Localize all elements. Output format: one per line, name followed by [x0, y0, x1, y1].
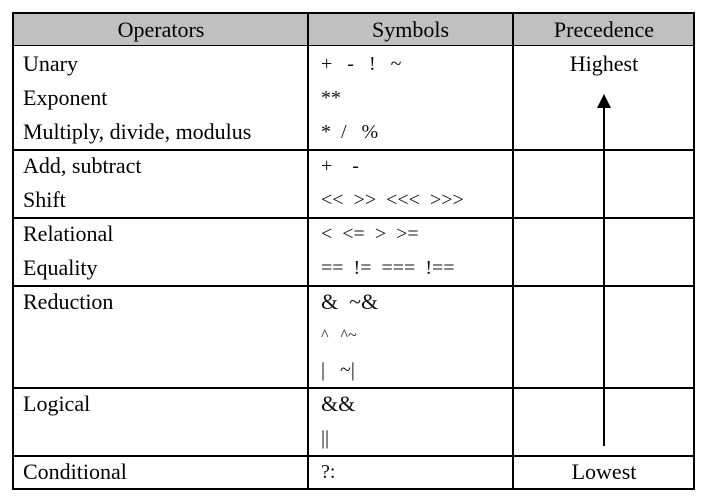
symbols-exponent: ** — [321, 87, 341, 109]
operator-precedence-table: Operators Symbols Precedence Unary + - !… — [12, 12, 695, 490]
operator-multiply: Multiply, divide, modulus — [23, 119, 252, 144]
header-operators: Operators — [117, 17, 205, 42]
arrow-shaft — [603, 102, 605, 446]
symbols-reduction-or: | ~| — [321, 359, 355, 381]
row-divider — [14, 285, 693, 287]
operator-exponent: Exponent — [23, 85, 108, 110]
column-divider — [307, 14, 309, 488]
symbols-equality: == != === !== — [321, 257, 455, 279]
row-divider — [14, 149, 693, 151]
symbols-logical-or: || — [321, 427, 330, 449]
up-arrow-icon — [597, 94, 611, 108]
symbols-multiply: * / % — [321, 121, 379, 143]
symbols-relational: < <= > >= — [321, 223, 419, 245]
operator-logical: Logical — [23, 391, 91, 416]
symbols-add-subtract: + - — [321, 155, 359, 177]
operator-unary: Unary — [23, 51, 78, 76]
symbols-reduction-xor: ^ ^~ — [321, 327, 357, 344]
symbols-reduction-and: & ~& — [321, 289, 379, 314]
symbols-conditional: ?: — [321, 461, 336, 483]
operator-reduction: Reduction — [23, 289, 114, 314]
operator-equality: Equality — [23, 255, 98, 280]
operator-conditional: Conditional — [23, 459, 127, 484]
precedence-highest: Highest — [569, 51, 639, 76]
header-symbols: Symbols — [371, 17, 450, 42]
row-divider — [14, 217, 693, 219]
table-header: Operators Symbols Precedence — [14, 14, 693, 46]
symbols-shift: << >> <<< >>> — [321, 189, 464, 211]
row-divider — [14, 387, 693, 389]
header-precedence: Precedence — [553, 17, 655, 42]
precedence-lowest: Lowest — [571, 459, 637, 484]
operator-shift: Shift — [23, 187, 66, 212]
column-divider — [512, 14, 514, 488]
symbols-logical-and: && — [321, 391, 356, 416]
row-divider — [14, 455, 693, 457]
symbols-unary: + - ! ~ — [321, 53, 402, 75]
operator-relational: Relational — [23, 221, 114, 246]
operator-add-subtract: Add, subtract — [23, 153, 142, 178]
